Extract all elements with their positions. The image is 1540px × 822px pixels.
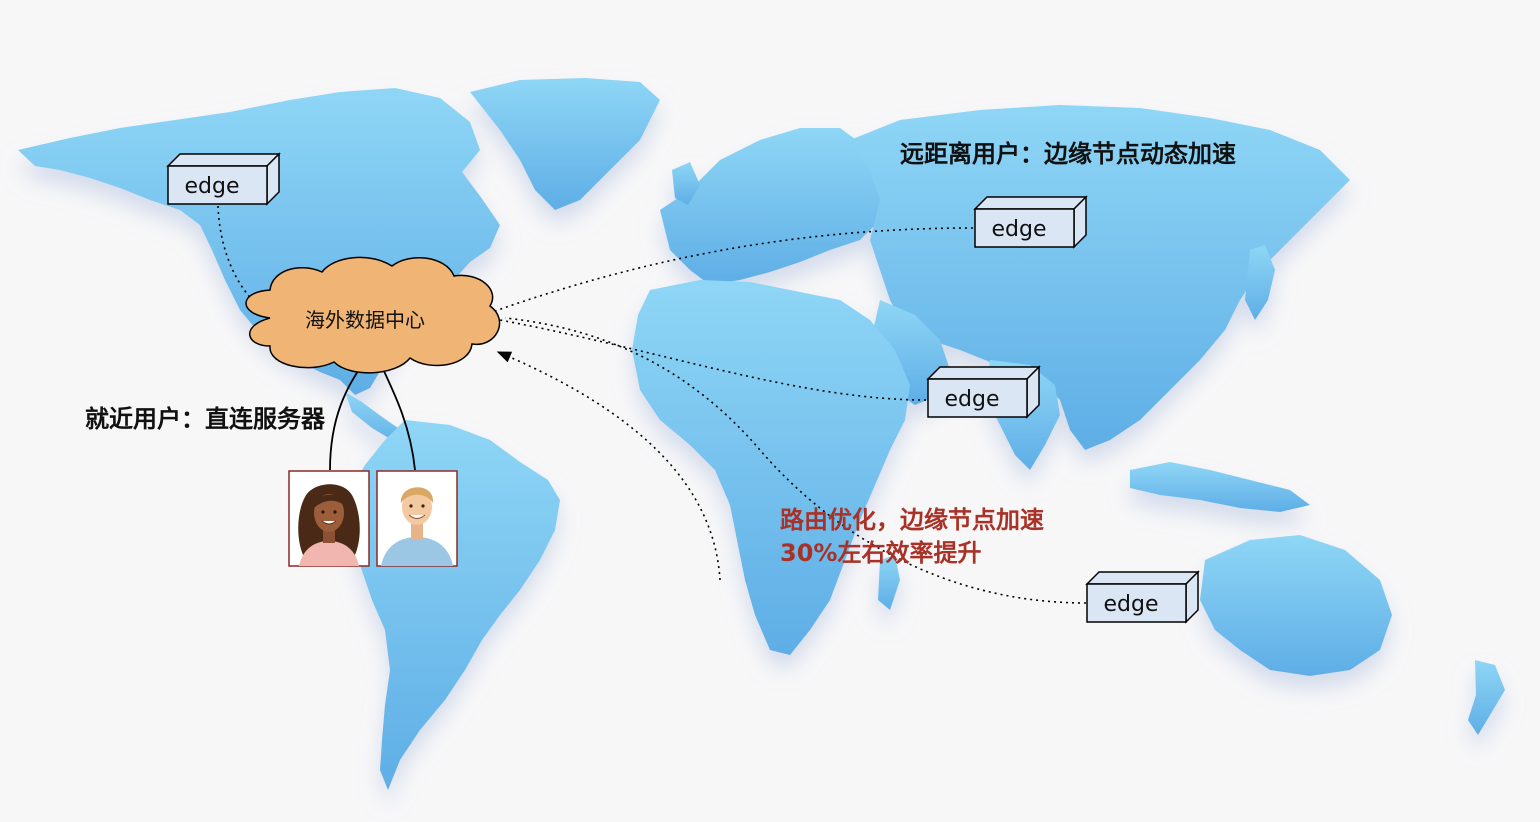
asia-landmass — [850, 105, 1350, 450]
africa-landmass — [632, 280, 910, 655]
man-eye-left — [409, 504, 413, 508]
japan-landmass — [1245, 245, 1275, 320]
edge-box-top — [166, 153, 281, 167]
edge-box-top — [1085, 571, 1200, 585]
madagascar-landmass — [878, 555, 900, 610]
woman-eye-left — [321, 510, 325, 514]
edge-au-to-dc-connector — [504, 317, 1087, 604]
cloud-shape — [245, 256, 501, 374]
edge-box-front — [974, 208, 1075, 248]
edge-label: edge — [945, 387, 1000, 412]
europe-landmass — [660, 128, 890, 285]
man-eye-right — [421, 504, 425, 508]
uk-landmass — [672, 162, 700, 205]
southeast-asia-islands — [1130, 462, 1310, 512]
woman-body-shape — [299, 541, 359, 566]
man-smile-shape — [408, 514, 426, 519]
edge-label: edge — [185, 174, 240, 199]
man-neck-shape — [411, 523, 423, 539]
edge-label: edge — [992, 217, 1047, 242]
data-center-label: 海外数据中心 — [305, 308, 425, 332]
man-avatar-icon — [381, 537, 453, 566]
woman-face-shape — [314, 494, 344, 532]
edge-box-front — [167, 165, 268, 205]
edge-box-top — [973, 196, 1088, 210]
new-zealand-landmass — [1468, 660, 1505, 735]
edge-box-front — [1086, 583, 1187, 623]
edge-node-eu[interactable]: edge — [973, 195, 1088, 249]
edge-node-me[interactable]: edge — [926, 365, 1041, 419]
nearby-users-annotation: 就近用户：直连服务器 — [85, 405, 326, 433]
optimization-annotation-line2: 30%左右效率提升 — [780, 539, 981, 567]
woman-eye-right — [333, 510, 337, 514]
atlantic-routing-connector — [496, 351, 721, 581]
greenland-landmass — [470, 78, 660, 210]
remote-users-annotation: 远距离用户：边缘节点动态加速 — [900, 140, 1236, 168]
edge-box-front — [927, 378, 1028, 418]
edge-label: edge — [1104, 592, 1159, 617]
user-avatar-woman[interactable] — [288, 470, 370, 567]
edge-box-top — [926, 366, 1041, 380]
man-hair-shape — [400, 487, 434, 503]
edge-node-au[interactable]: edge — [1085, 570, 1200, 624]
australia-landmass — [1200, 535, 1392, 676]
user-avatar-man[interactable] — [376, 470, 458, 567]
edge-node-na[interactable]: edge — [166, 152, 281, 206]
woman-smile-shape — [321, 520, 337, 525]
data-center-cloud[interactable]: 海外数据中心 — [245, 256, 501, 374]
woman-hair-shape — [313, 494, 347, 509]
optimization-annotation-line1: 路由优化，边缘节点加速 — [780, 506, 1044, 534]
